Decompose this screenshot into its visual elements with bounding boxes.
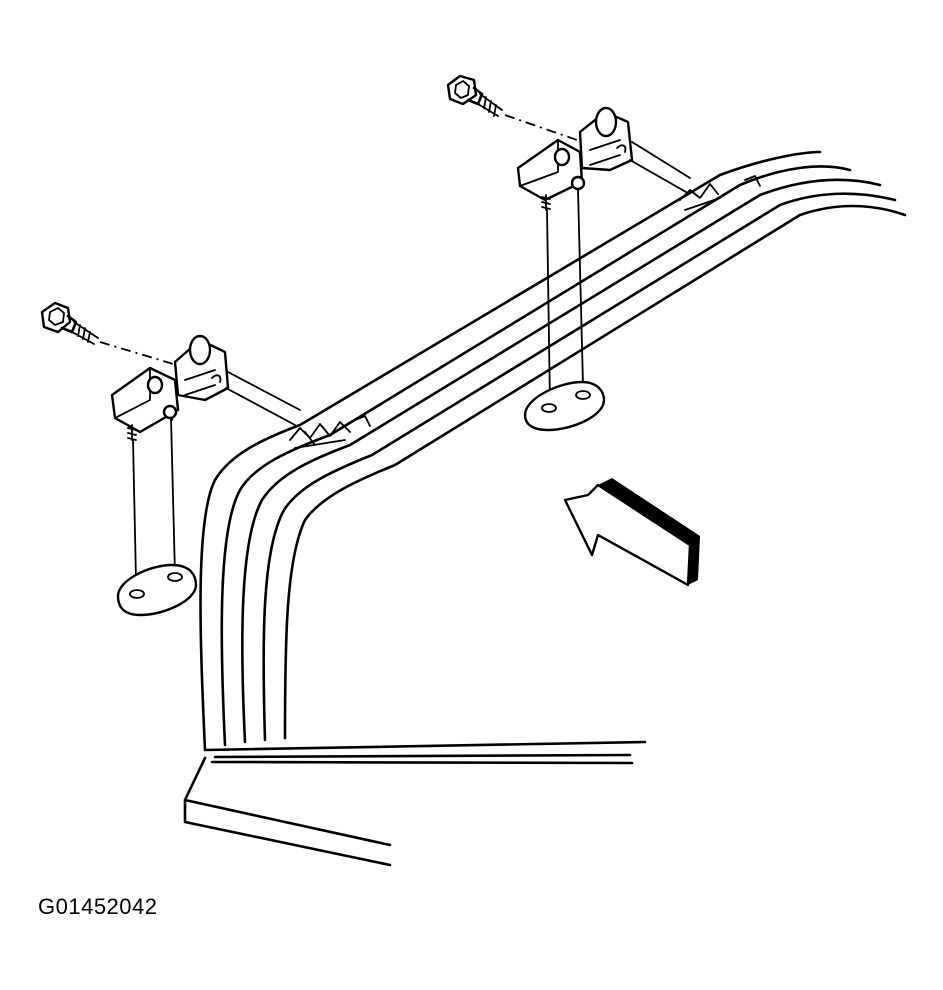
rear-bolt-axis <box>504 114 601 149</box>
front-mounting-pad <box>116 563 198 617</box>
front-bolt-axis <box>99 341 201 373</box>
front-bolt <box>40 301 99 345</box>
rear-bracket-guide-lines <box>546 189 584 406</box>
direction-arrow-icon <box>563 478 700 587</box>
front-bracket <box>110 334 301 441</box>
roof-side-rail <box>199 150 907 752</box>
front-bracket-guide-lines <box>132 417 176 581</box>
rear-bracket <box>516 106 691 211</box>
rail-clip-front <box>289 415 371 449</box>
roof-lower-edge <box>183 740 647 867</box>
rear-mounting-pad <box>523 380 606 432</box>
figure-code: G01452042 <box>38 894 158 919</box>
rear-bolt <box>446 74 503 117</box>
rail-clip-rear <box>679 175 761 211</box>
